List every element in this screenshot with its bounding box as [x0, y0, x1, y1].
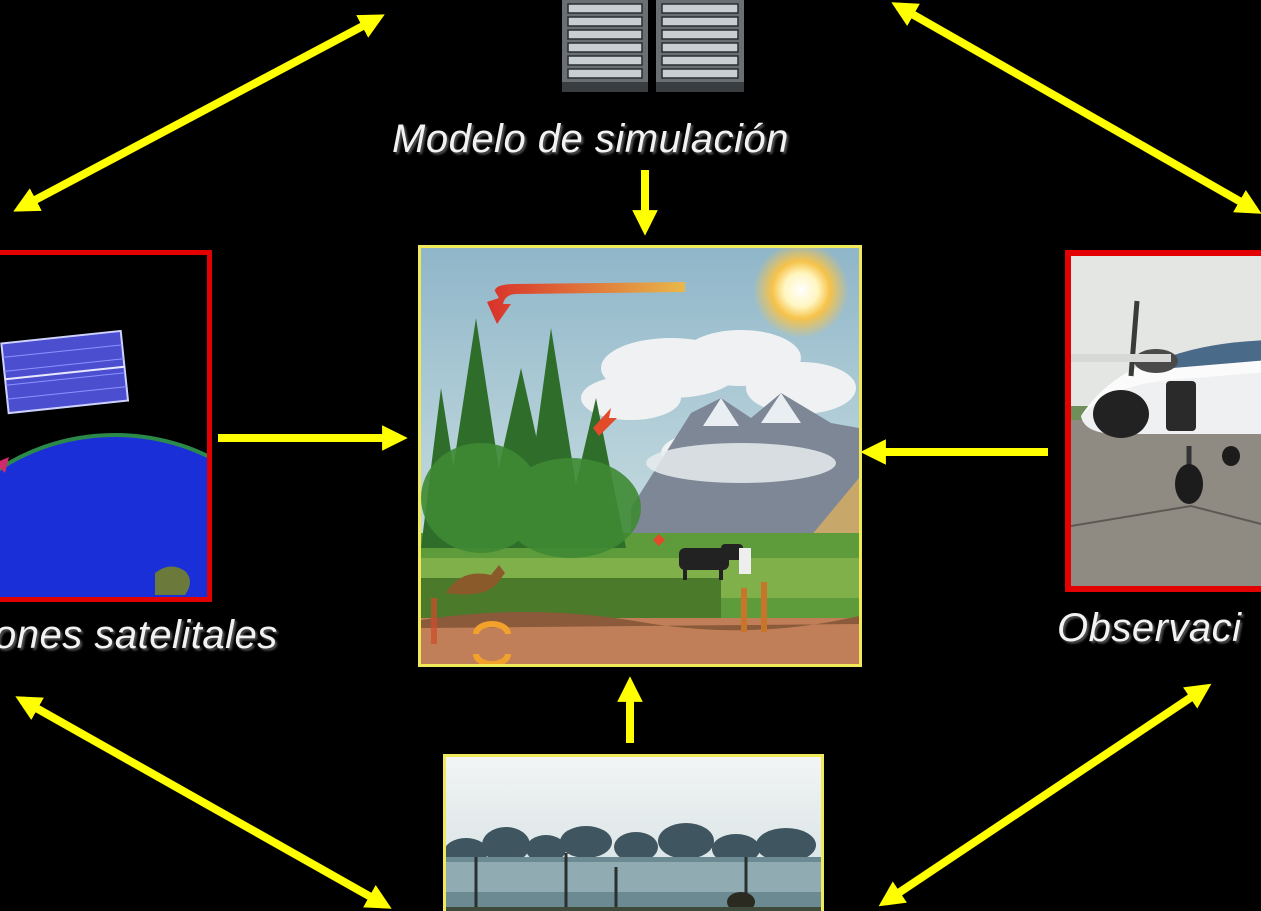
supercomputer-image [560, 0, 750, 95]
arrow-bottom-right-diagonal [878, 683, 1212, 907]
model-label: Modelo de simulación [392, 117, 789, 161]
satellite-label: ones satelitales [0, 613, 278, 657]
observation-label: Observaci [1057, 606, 1242, 650]
satellite-image [0, 250, 212, 602]
arrow-top-left-diagonal [13, 14, 385, 212]
aircraft-image [1065, 250, 1261, 592]
arrow-top-right-diagonal [891, 2, 1261, 214]
arrow-bottom-left-diagonal [15, 696, 392, 909]
forest-image [443, 754, 824, 911]
ecosystem-image [418, 245, 862, 667]
